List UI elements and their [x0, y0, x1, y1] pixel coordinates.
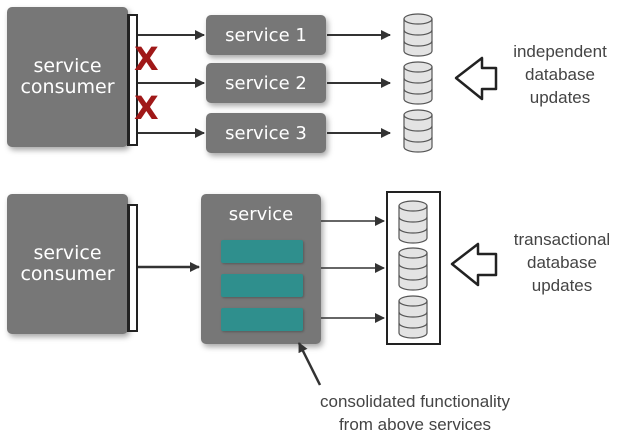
database-icon-4	[398, 200, 428, 244]
functionality-block-1	[221, 240, 303, 263]
consumer-interface-bar-top	[127, 14, 138, 146]
service-3-label: service 3	[225, 122, 307, 144]
service-1-box: service 1	[206, 15, 326, 55]
consolidated-to-db-arrows	[321, 216, 385, 323]
hollow-arrow-icon-bottom	[450, 242, 498, 287]
caption-line1: consolidated functionality	[320, 392, 510, 411]
consolidated-caption: consolidated functionality from above se…	[290, 390, 540, 436]
caption-line2: from above services	[338, 415, 492, 434]
x-mark-2: X	[134, 89, 159, 127]
x-mark-1: X	[134, 40, 159, 78]
consumer-label-line1-bottom: service	[33, 242, 102, 264]
service-to-db-arrows	[327, 30, 391, 138]
service-3-box: service 3	[206, 113, 326, 153]
note-bottom-line3: updates	[531, 276, 593, 295]
database-icon-3	[403, 109, 433, 153]
note-top-line2: database	[525, 65, 595, 84]
note-bottom-line1: transactional	[513, 230, 611, 249]
database-icon-1	[403, 13, 433, 57]
service-2-label: service 2	[225, 72, 307, 94]
consumer-interface-bar-bottom	[127, 204, 138, 332]
note-top-line1: independent	[513, 42, 607, 61]
database-icon-2	[403, 61, 433, 105]
transactional-updates-note: transactional database updates	[500, 228, 624, 297]
consumer-to-service-arrows	[138, 30, 205, 138]
consumer-label-line2: consumer	[20, 76, 115, 98]
transaction-boundary-box	[386, 191, 441, 345]
consumer-label-line1: service	[33, 55, 102, 77]
note-top-line3: updates	[529, 88, 591, 107]
note-bottom-line2: database	[527, 253, 597, 272]
database-icon-5	[398, 247, 428, 291]
independent-updates-note: independent database updates	[498, 40, 622, 109]
consumer-label-line2-bottom: consumer	[20, 263, 115, 285]
service-1-label: service 1	[225, 24, 307, 46]
service-consumer-top: service consumer	[7, 7, 128, 147]
hollow-arrow-icon-top	[454, 56, 498, 101]
database-icon-6	[398, 295, 428, 339]
service-consumer-bottom: service consumer	[7, 194, 128, 334]
functionality-block-2	[221, 274, 303, 297]
arrow-caption-to-service	[297, 342, 322, 386]
functionality-block-3	[221, 308, 303, 331]
consolidated-service-label: service	[228, 204, 294, 225]
service-2-box: service 2	[206, 63, 326, 103]
